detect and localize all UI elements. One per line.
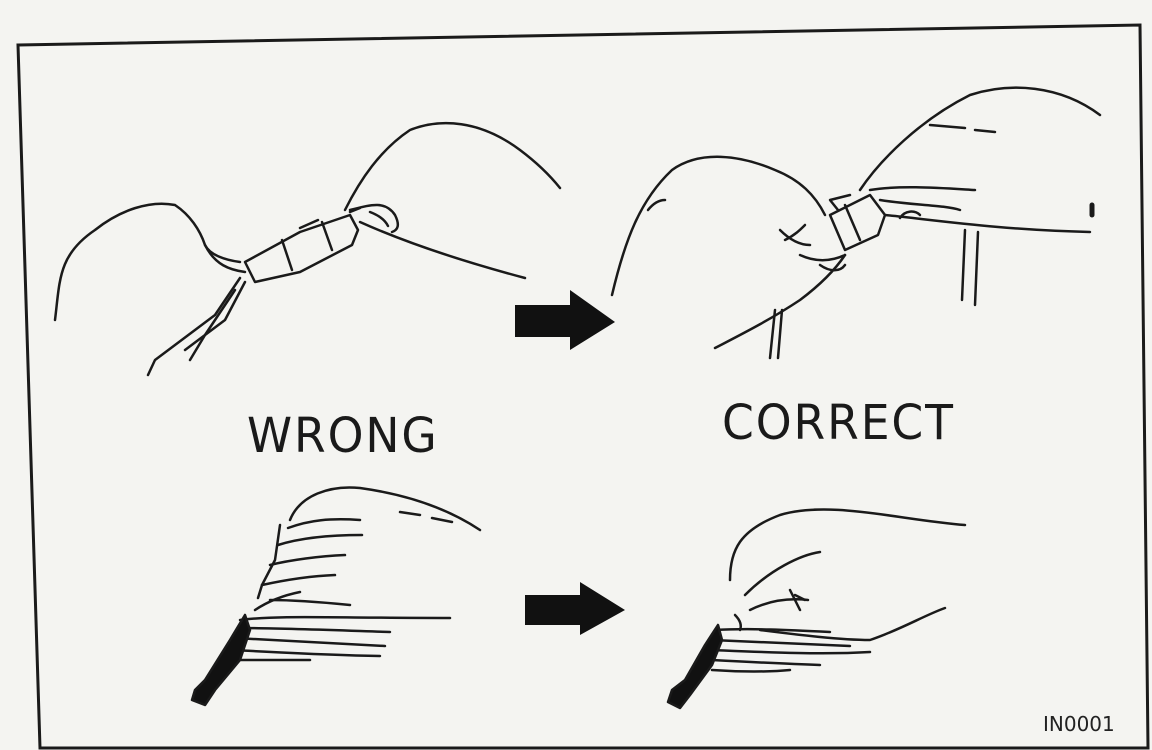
wrong-wire-pull-drawing: [192, 487, 480, 705]
correct-label: CORRECT: [722, 395, 955, 451]
correct-wire-hold-drawing: [668, 510, 965, 708]
figure-code: IN0001: [1043, 712, 1115, 736]
correct-connector-hold-drawing: [612, 88, 1100, 358]
arrow-right-icon: [515, 290, 615, 350]
arrow-right-icon: [525, 582, 625, 635]
figure-border: [18, 25, 1148, 748]
wrong-label: WRONG: [247, 408, 439, 464]
wrong-connector-pull-drawing: [55, 123, 560, 375]
